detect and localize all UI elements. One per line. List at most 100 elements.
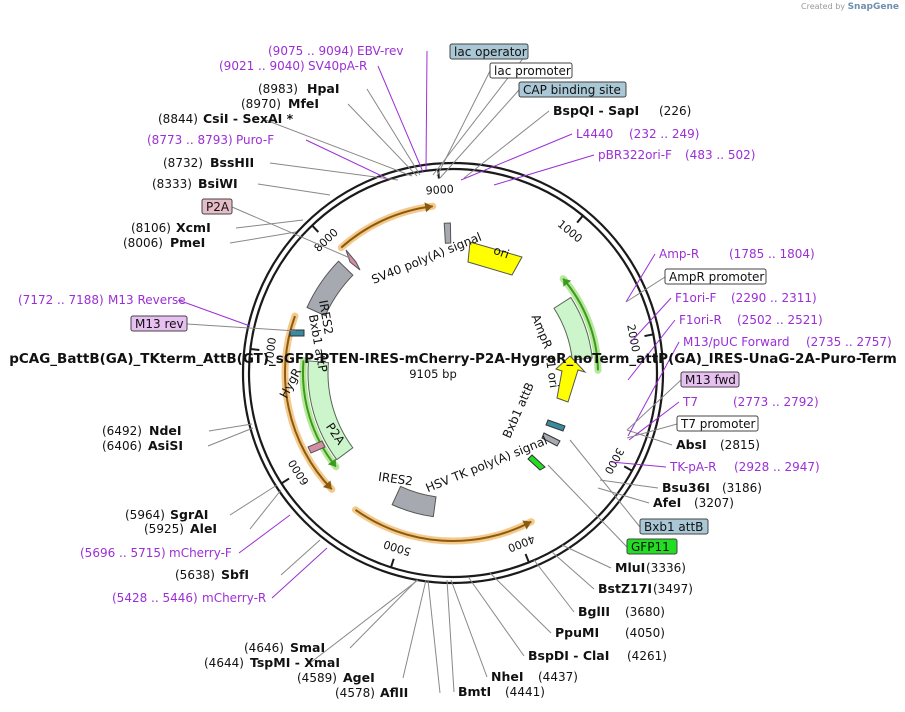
enzyme-position: (6406): [102, 439, 142, 453]
label-box: [201, 198, 233, 215]
enzyme-label: BspDI - ClaI: [528, 648, 609, 663]
enzyme-label: PmeI: [170, 235, 205, 250]
leader-lines: [177, 50, 682, 694]
box-leader: [436, 70, 491, 177]
enzyme-label: AleI: [190, 521, 217, 536]
enzyme-label: BsiWI: [198, 176, 238, 191]
primer-label: F1ori-R: [679, 313, 722, 327]
boxed-label: GFP11: [631, 540, 670, 554]
enzyme-label: MluI: [615, 560, 645, 575]
credit: Created by SnapGene: [801, 2, 899, 12]
sv40-small-feature: [443, 222, 452, 244]
enzyme-position: (5638): [175, 568, 215, 582]
enzyme-position: (6492): [102, 424, 142, 438]
primer-range: (9075 .. 9094): [268, 44, 354, 58]
enzyme-label: TspMI - XmaI: [250, 655, 340, 670]
enzyme-label: AflII: [380, 685, 408, 700]
enzyme-label: Bsu36I: [662, 480, 710, 495]
enzyme-leader: [446, 579, 455, 693]
enzyme-position: (3680): [625, 605, 665, 619]
feature-label-ires2_bottom: IRES2: [377, 470, 413, 489]
ampr-arrow: [562, 278, 599, 371]
primer-label: Puro-F: [236, 133, 274, 147]
label-box: [680, 371, 740, 388]
label-box: [449, 43, 529, 60]
enzyme-position: (8983): [258, 82, 298, 96]
hygr-arrow: [302, 360, 337, 468]
label-box: [518, 81, 627, 98]
primer-label: M13 Reverse: [108, 293, 186, 307]
sv40-side-cds-halo: [337, 202, 437, 252]
enzyme-leader: [533, 559, 575, 613]
enzyme-position: (4050): [625, 626, 665, 640]
tick-label: 3000: [602, 445, 627, 476]
primer-leader: [460, 133, 573, 181]
primer-leader: [377, 65, 424, 173]
ires2-bottom-feature: [391, 485, 437, 518]
map-title: pCAG_BattB(GA)_TKterm_AttB(GT)_sGFP-PTEN…: [9, 351, 897, 367]
primer-leader: [271, 547, 328, 599]
tick-label: 4000: [506, 532, 537, 554]
enzyme-position: (3336): [646, 561, 686, 575]
enzyme-leader: [599, 479, 659, 489]
primer-range: (2290 .. 2311): [731, 291, 817, 305]
bottom-cds: [354, 508, 532, 542]
tick-mark: [280, 477, 290, 485]
enzyme-label: SbfI: [221, 567, 249, 582]
feature-label-f1ori: f1 ori: [543, 356, 561, 389]
primer-label: EBV-rev: [357, 44, 403, 58]
bxb1-attb-mark: [545, 419, 566, 432]
enzyme-label: BstZ17I: [598, 581, 652, 596]
enzyme-position: (8333): [152, 177, 192, 191]
primer-range: (1785 .. 1804): [729, 247, 815, 261]
primer-range: (2502 .. 2521): [737, 313, 823, 327]
primer-range: (7172 .. 7188): [18, 293, 104, 307]
box-leader: [547, 464, 628, 548]
enzyme-position: (2815): [720, 438, 760, 452]
tick-label: 1000: [555, 218, 585, 246]
label-box: [626, 538, 678, 555]
boxed-label: M13 rev: [135, 317, 184, 331]
primer-leader: [628, 401, 680, 441]
boxed-label: M13 fwd: [685, 373, 736, 387]
primer-label: M13/pUC Forward: [683, 335, 790, 349]
p2a-inner-mark: [307, 440, 326, 454]
tick-mark: [576, 215, 584, 224]
enzyme-position: (8106): [131, 221, 171, 235]
boxed-label: Bxb1 attB: [644, 520, 703, 534]
enzyme-leader: [551, 551, 595, 590]
box-leader: [626, 379, 682, 431]
primer-leader: [305, 139, 387, 179]
feature-label-sv40: SV40 poly(A) signal: [370, 230, 484, 287]
sv40-side-cds-head: [424, 202, 433, 213]
boxed-label: T7 promoter: [680, 417, 756, 431]
tick-label: 5000: [382, 537, 413, 558]
enzyme-label: SgrAI: [170, 507, 208, 522]
box-leader: [626, 423, 678, 439]
enzyme-leader: [235, 219, 304, 229]
enzyme-position: (8006): [123, 236, 163, 250]
enzyme-position: (3497): [653, 582, 693, 596]
enzyme-leader: [597, 487, 650, 504]
feature-label-ampr: AmpR: [529, 312, 555, 350]
map-length: 9105 bp: [409, 367, 457, 381]
enzyme-label: SmaI: [290, 640, 325, 655]
sv40-side-cds: [340, 205, 433, 249]
label-box: [664, 268, 767, 285]
enzyme-leader: [489, 572, 552, 634]
primer-leader: [610, 461, 667, 468]
left-cds: [284, 315, 333, 491]
enzyme-leader: [257, 183, 331, 196]
enzyme-leader: [427, 579, 441, 694]
primer-range: (8773 .. 8793): [147, 133, 233, 147]
tick-label: 7000: [263, 337, 279, 366]
primer-leader: [425, 50, 428, 171]
enzyme-position: (4646): [244, 641, 284, 655]
primer-label: TK-pA-R: [669, 460, 717, 474]
primer-label: T7: [682, 395, 698, 409]
primer-label: Amp-R: [659, 247, 699, 261]
label-box: [639, 518, 709, 535]
enzyme-position: (8844): [158, 112, 198, 126]
